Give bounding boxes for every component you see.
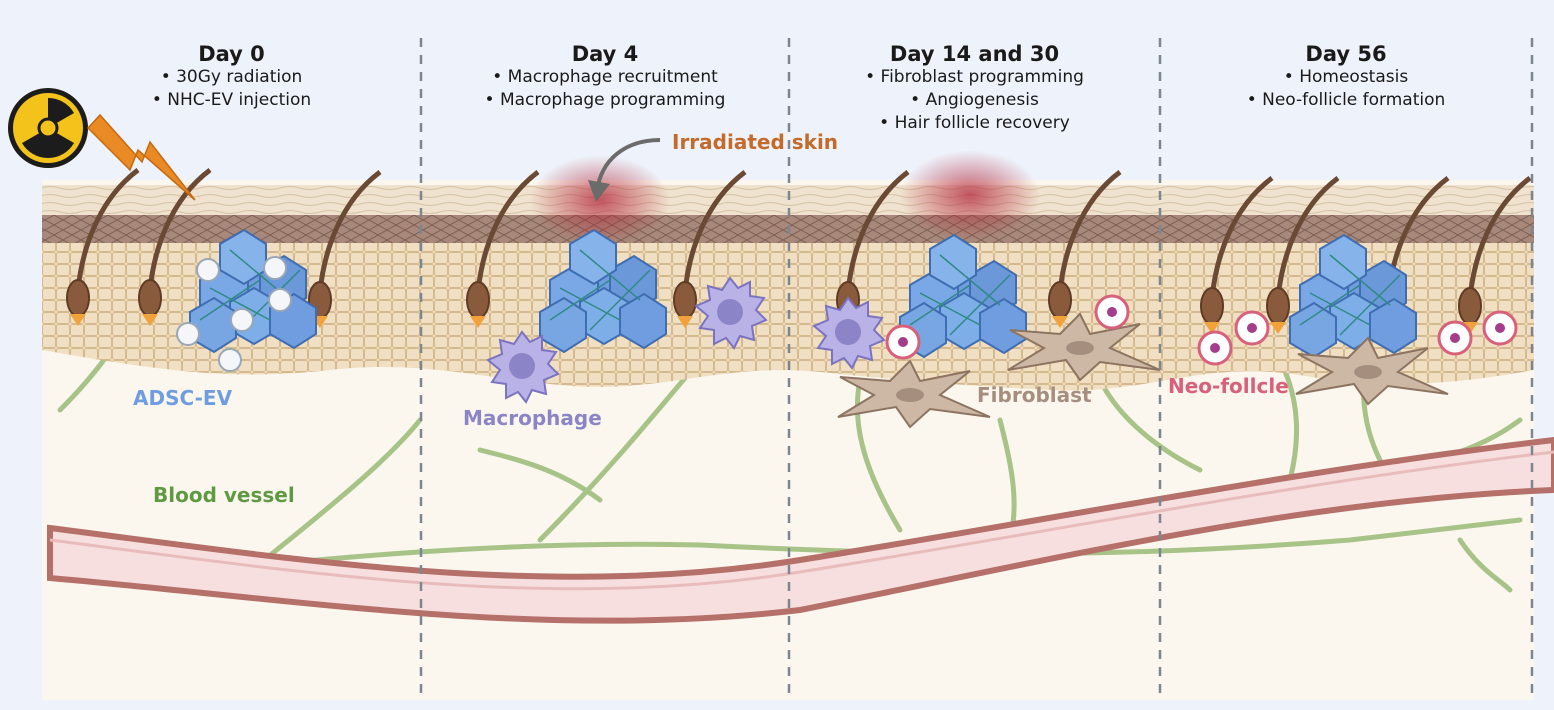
neo-follicle-cell bbox=[1482, 310, 1518, 346]
fibroblast-label: Fibroblast bbox=[977, 383, 1092, 407]
stage-bullet: • Macrophage programming bbox=[484, 90, 726, 110]
macrophage-label: Macrophage bbox=[463, 406, 602, 430]
stage-day-4: Day 4 • Macrophage recruitment • Macroph… bbox=[421, 42, 789, 112]
stage-bullet: • Neo-follicle formation bbox=[1246, 90, 1446, 110]
stage-title: Day 56 bbox=[1305, 42, 1387, 66]
neo-follicle-label: Neo-follcle bbox=[1168, 374, 1289, 398]
stage-bullet: • NHC-EV injection bbox=[151, 90, 312, 110]
stage-day-0: Day 0 • 30Gy radiation • NHC-EV injectio… bbox=[42, 42, 421, 112]
stage-bullet: • Hair follicle recovery bbox=[879, 113, 1070, 133]
irradiated-skin-label: Irradiated skin bbox=[672, 130, 839, 154]
stage-dividers bbox=[419, 38, 1534, 700]
stage-title: Day 0 bbox=[198, 42, 265, 66]
stage-title: Day 4 bbox=[571, 42, 639, 66]
blood-vessel-label: Blood vessel bbox=[153, 483, 295, 507]
adsc-ev-label: ADSC-EV bbox=[133, 386, 233, 410]
radiation-icon bbox=[8, 88, 88, 168]
stage-bullet: • Macrophage recruitment bbox=[492, 67, 718, 87]
stage-bullet: • Homeostasis bbox=[1283, 67, 1409, 87]
stage-day-14-30: Day 14 and 30 • Fibroblast programming •… bbox=[789, 42, 1160, 135]
stage-bullet: • 30Gy radiation bbox=[160, 67, 303, 87]
blood-vessel bbox=[47, 436, 1554, 624]
neo-follicle-cell bbox=[1234, 310, 1270, 346]
neo-follicle-cell bbox=[885, 324, 921, 360]
capillary-network bbox=[57, 297, 1523, 593]
curved-arrow-icon bbox=[588, 138, 661, 202]
stage-bullet: • Angiogenesis bbox=[910, 90, 1039, 110]
stage-bullet: • Fibroblast programming bbox=[865, 67, 1084, 87]
ev-vesicles bbox=[176, 256, 292, 372]
neo-follicle-cell bbox=[1437, 320, 1473, 356]
neo-follicle-cell bbox=[1094, 294, 1130, 330]
neo-follicle-cell bbox=[1197, 330, 1233, 366]
stage-day-56: Day 56 • Homeostasis • Neo-follicle form… bbox=[1160, 42, 1532, 112]
stage-title: Day 14 and 30 bbox=[889, 42, 1060, 66]
lightning-icon bbox=[86, 113, 196, 201]
